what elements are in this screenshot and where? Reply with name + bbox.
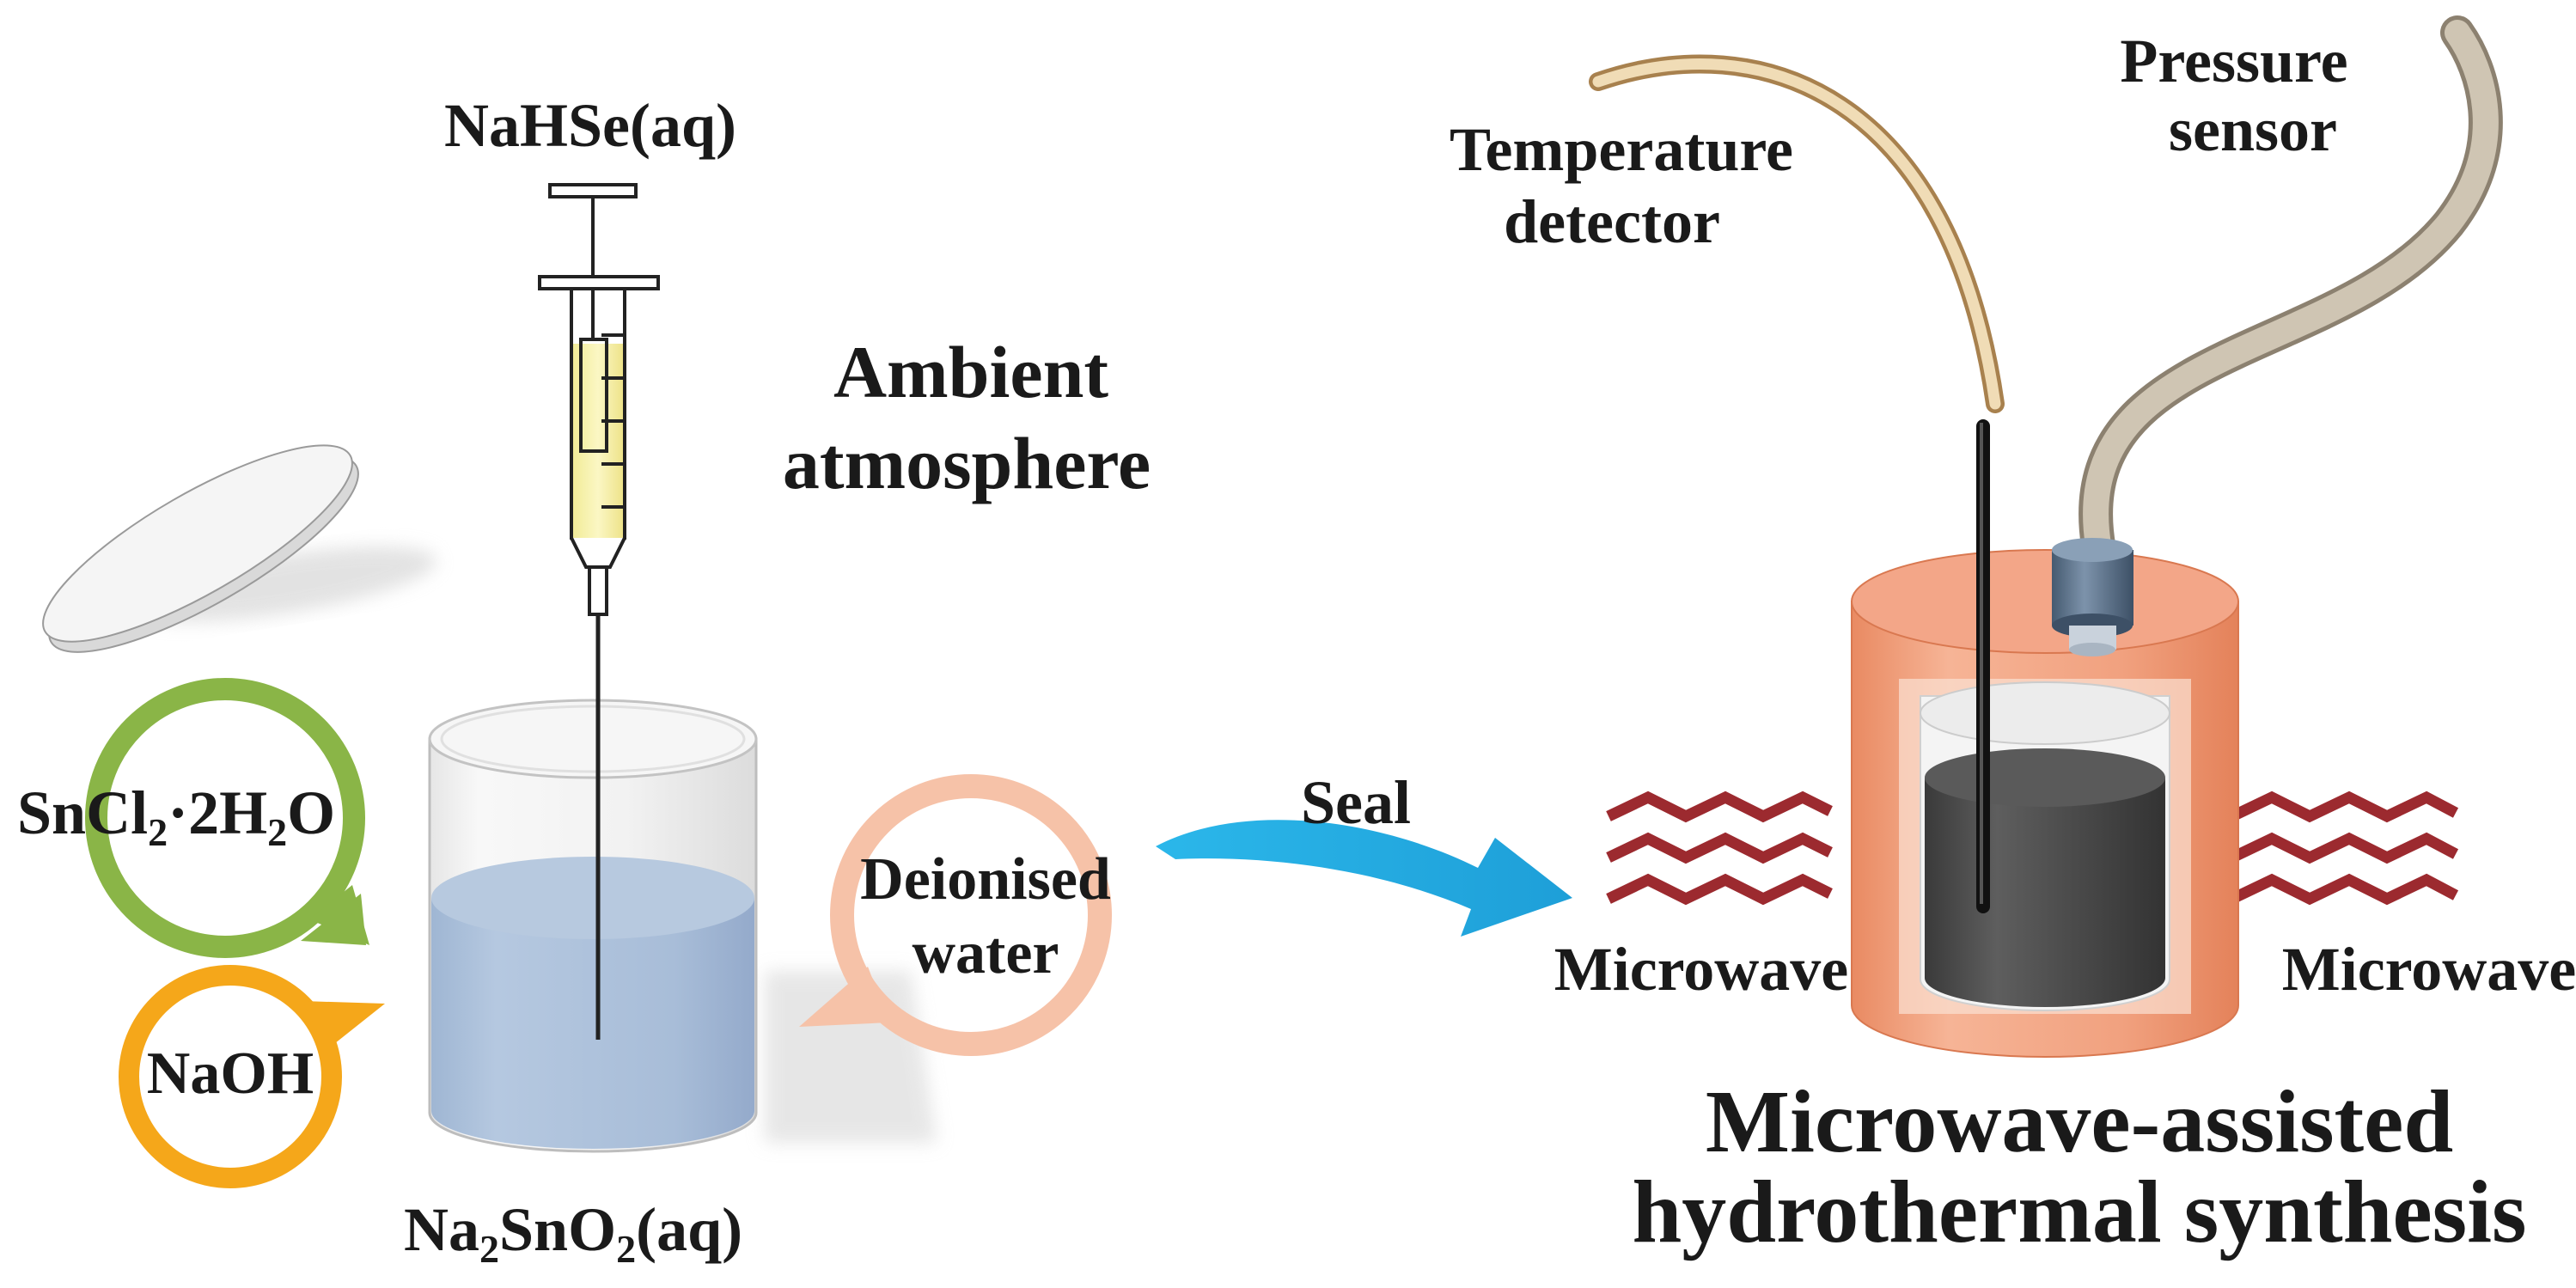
syringe (538, 183, 660, 1040)
pressure-sensor (2052, 15, 2503, 656)
ambient-label-line2: atmosphere (783, 422, 1151, 504)
temperature-detector (1589, 54, 2005, 913)
deionised-label-line1: Deionised (860, 846, 1111, 913)
solution (431, 857, 754, 1149)
naoh-label: NaOH (147, 1041, 314, 1107)
synthesis-title-line2: hydrothermal synthesis (1632, 1163, 2526, 1261)
ambient-label-line1: Ambient (833, 331, 1108, 413)
deionised-label-line2: water (912, 920, 1059, 986)
sncl2-label: SnCl2·2H2O (17, 778, 335, 854)
seal-arrow (1156, 820, 1572, 937)
na2sno2-label: Na2SnO2(aq) (404, 1195, 742, 1271)
beaker (428, 699, 937, 1153)
petri-dish-lid (42, 444, 436, 653)
syringe-graduations (601, 333, 625, 509)
deionised-water-droplet (799, 774, 1112, 1056)
microwave-label-left: Microwave (1554, 935, 1849, 1004)
nahse-label: NaHSe(aq) (444, 91, 736, 160)
reactor-vessel (1851, 549, 2239, 1058)
sncl2-droplet (85, 678, 369, 958)
pressure-label-line1: Pressure (2120, 27, 2347, 95)
pressure-label-line2: sensor (2169, 95, 2337, 164)
reactor-core (1925, 748, 2165, 1007)
seal-label: Seal (1301, 768, 1411, 837)
microwave-waves-left (1606, 791, 1833, 906)
microwave-label-right: Microwave (2282, 935, 2576, 1004)
temperature-label-line1: Temperature (1450, 115, 1793, 184)
synthesis-title-line1: Microwave-assisted (1706, 1072, 2453, 1171)
temperature-label-line2: detector (1504, 187, 1720, 256)
sensor-cap (2052, 538, 2133, 656)
naoh-droplet (119, 965, 385, 1188)
microwave-waves-right (2230, 791, 2459, 906)
